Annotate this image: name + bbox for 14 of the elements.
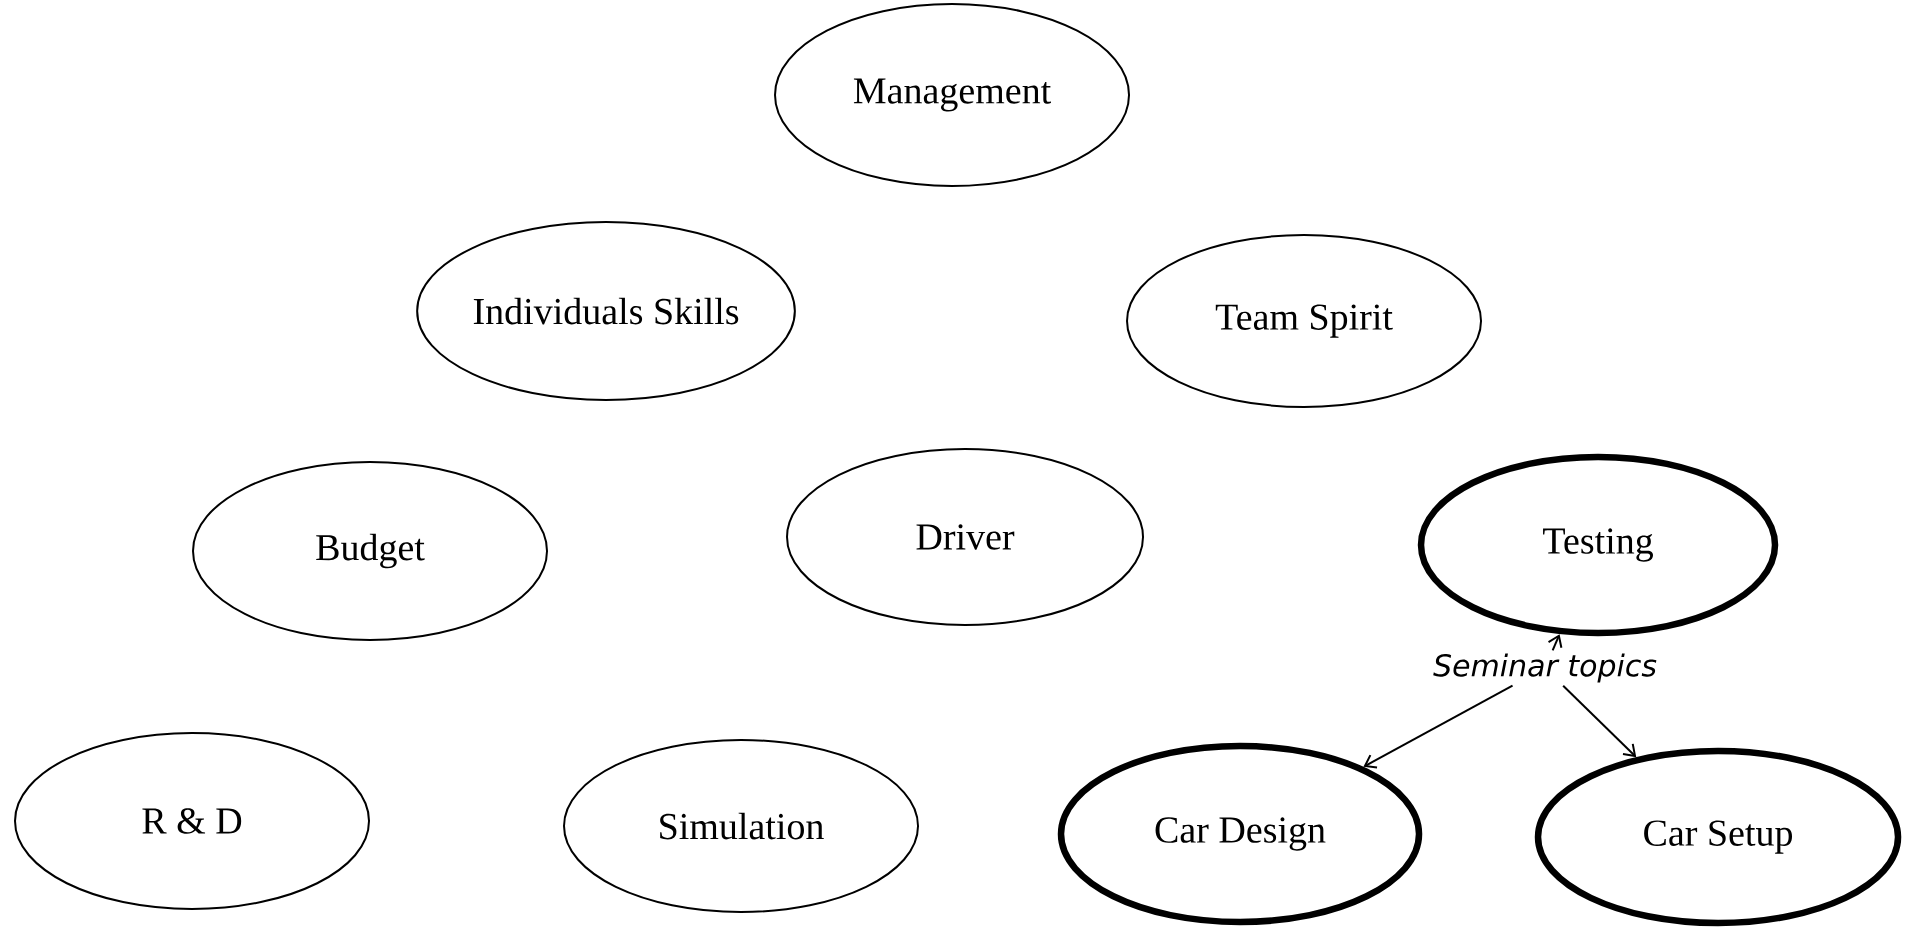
arrow (1562, 684, 1637, 758)
ellipse-node: Simulation (563, 739, 919, 913)
ellipse-node: Driver (786, 448, 1144, 626)
ellipse-node: Car Design (1057, 742, 1423, 926)
ellipse-node: Individuals Skills (416, 221, 796, 401)
ellipse-node: Management (774, 3, 1130, 187)
arrow (1363, 684, 1514, 769)
ellipse-node: Budget (192, 461, 548, 641)
arrow (1547, 634, 1563, 652)
ellipse-node: Car Setup (1534, 747, 1902, 927)
handwritten-note: Seminar topics (1433, 653, 1657, 683)
ellipse-node: Team Spirit (1126, 234, 1482, 408)
ellipse-node: Testing (1417, 453, 1779, 637)
ellipse-node: R & D (14, 732, 370, 910)
